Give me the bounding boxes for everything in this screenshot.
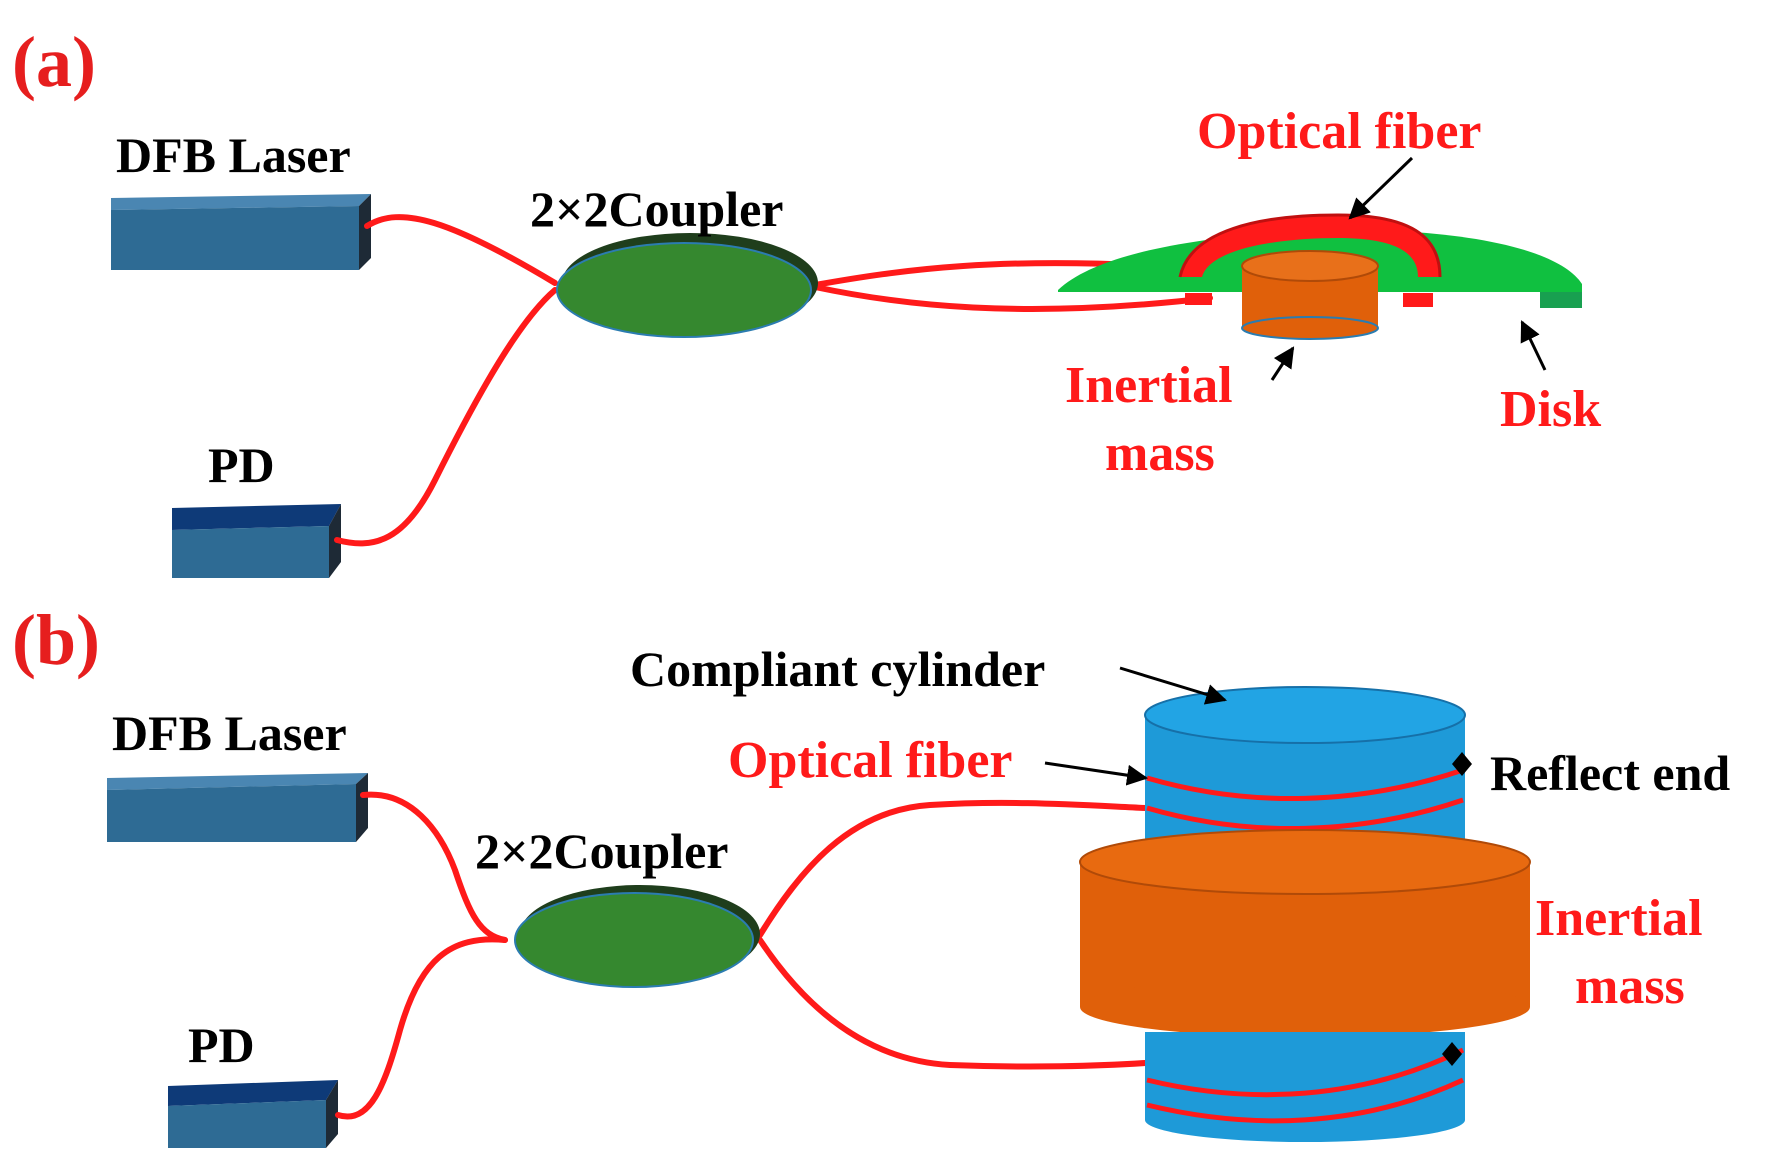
reflect-end-lower [1442, 1042, 1462, 1066]
reflect-label-b: Reflect end [1490, 745, 1730, 801]
cylinder-label-b: Compliant cylinder [630, 641, 1045, 697]
fiber-label-b: Optical fiber [728, 732, 1013, 789]
panel-a-letter: (a) [12, 22, 96, 102]
pd-label-b: PD [188, 1017, 255, 1073]
fiber-arrow-a [1348, 156, 1414, 220]
fiber-b [335, 791, 1148, 1120]
laser-label-b: DFB Laser [112, 705, 347, 761]
pd-box-b [168, 1080, 338, 1148]
reflect-end-upper [1452, 752, 1472, 776]
mass-cylinder-b [1079, 829, 1531, 1037]
upper-fiber-winding-b [1146, 767, 1464, 832]
fiber-arrow-b [1044, 761, 1149, 786]
mass-cylinder-a [1241, 250, 1379, 340]
panel-b-letter: (b) [12, 600, 100, 680]
fiber-ring-a [1178, 213, 1442, 307]
panel-b: (b) DFB Laser PD 2×2Coupler [12, 600, 1730, 1148]
panel-a: (a) DFB Laser PD 2×2Coupler [12, 22, 1601, 578]
pd-box-a [172, 504, 341, 578]
mass-label-b-line2: mass [1575, 958, 1685, 1015]
coupler-a [556, 233, 818, 338]
laser-box-b [107, 773, 368, 842]
mass-label-b-line1: Inertial [1535, 890, 1703, 947]
disk-arrow-a [1520, 320, 1547, 371]
fiber-label-a: Optical fiber [1197, 103, 1482, 160]
cylinder-arrow-b [1119, 666, 1228, 705]
lower-fiber-winding-b [1146, 1047, 1465, 1124]
laser-label-a: DFB Laser [116, 127, 351, 183]
mass-arrow-a [1270, 346, 1295, 381]
coupler-label-a: 2×2Coupler [530, 181, 784, 237]
coupler-b [514, 885, 760, 988]
laser-box-a [111, 194, 371, 270]
mass-label-a-line1: Inertial [1065, 357, 1233, 414]
pd-label-a: PD [208, 437, 275, 493]
coupler-label-b: 2×2Coupler [475, 823, 729, 879]
mass-label-a-line2: mass [1105, 425, 1215, 482]
disk-label-a: Disk [1500, 381, 1601, 438]
